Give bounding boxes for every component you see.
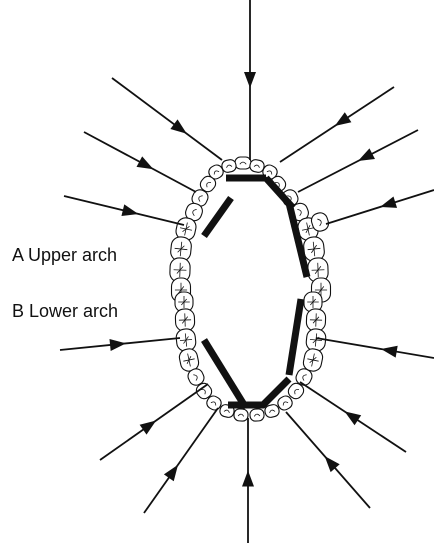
force-arrow bbox=[300, 382, 406, 452]
force-arrow bbox=[244, 0, 256, 160]
force-arrow bbox=[316, 338, 434, 358]
lower-arch-label: B Lower arch bbox=[12, 302, 118, 320]
lower-tooth bbox=[250, 409, 265, 422]
force-arrow bbox=[144, 408, 218, 513]
lower-tooth bbox=[175, 309, 195, 332]
force-arrow bbox=[112, 78, 222, 160]
force-arrow bbox=[242, 418, 254, 543]
lower-tooth bbox=[234, 409, 249, 422]
bar bbox=[289, 299, 301, 375]
reinforcement-bars bbox=[204, 178, 307, 408]
force-arrow bbox=[326, 190, 434, 224]
force-arrow bbox=[286, 412, 370, 508]
force-arrows bbox=[60, 0, 434, 543]
lower-tooth bbox=[175, 328, 196, 352]
force-arrow bbox=[64, 196, 184, 225]
force-arrow bbox=[60, 338, 180, 351]
bar bbox=[204, 198, 231, 236]
upper-arch-label: A Upper arch bbox=[12, 246, 117, 264]
force-arrow bbox=[84, 132, 196, 192]
lower-tooth bbox=[306, 309, 326, 332]
upper-tooth bbox=[235, 157, 251, 169]
force-arrow bbox=[100, 384, 208, 460]
